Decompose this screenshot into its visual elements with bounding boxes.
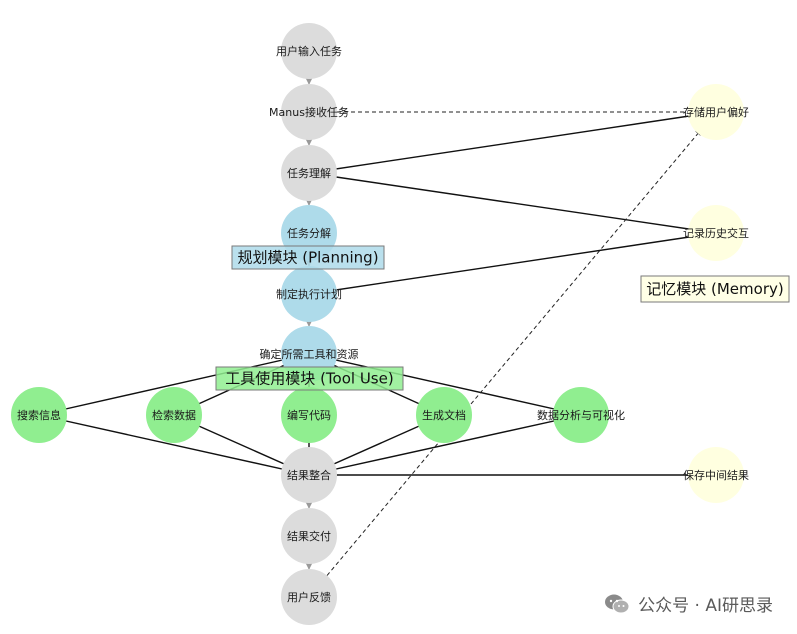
node-n3 (281, 145, 337, 201)
edge-n5-m2 (308, 232, 717, 295)
node-label-n5: 制定执行计划 (276, 287, 342, 301)
node-m3 (688, 447, 744, 503)
node-label-t3: 编写代码 (287, 408, 331, 422)
edge-n3-m2 (308, 172, 717, 234)
node-label-t2: 检索数据 (152, 408, 196, 422)
module-label-memory: 记忆模块 (Memory) (646, 280, 783, 298)
node-t5 (553, 387, 609, 443)
node-label-t4: 生成文档 (422, 408, 466, 422)
nodes-layer (11, 23, 744, 625)
node-n9 (281, 569, 337, 625)
node-label-m3: 保存中间结果 (683, 468, 749, 482)
watermark-text: 公众号 · AI研思录 (638, 596, 773, 616)
node-label-n8: 结果交付 (287, 529, 331, 543)
edge-n6-t1 (38, 353, 310, 416)
node-label-n3: 任务理解 (287, 166, 331, 180)
edge-t1-n7 (38, 414, 310, 476)
node-n7 (281, 447, 337, 503)
node-m1 (688, 84, 744, 140)
module-box-tool (215, 366, 404, 391)
module-box-memory (640, 275, 790, 303)
module-box-planning (231, 245, 385, 270)
edge-n3-m1 (308, 111, 717, 174)
node-label-n7: 结果整合 (287, 468, 331, 482)
node-t1 (11, 387, 67, 443)
node-label-n4: 任务分解 (287, 226, 331, 240)
labels-layer: 用户输入任务 Manus接收任务任务理解任务分解制定执行计划确定所需工具和资源搜索… (17, 44, 749, 604)
node-n8 (281, 508, 337, 564)
module-label-tool: 工具使用模块 (Tool Use) (225, 370, 393, 388)
watermark: 公众号 · AI研思录 (604, 591, 773, 616)
node-m2 (688, 205, 744, 261)
edges-layer (38, 75, 717, 598)
node-n2 (281, 84, 337, 140)
node-label-t5: 数据分析与可视化 (537, 408, 625, 422)
node-t4 (416, 387, 472, 443)
modules-layer: 规划模块 (Planning) 工具使用模块 (Tool Use) 记忆模块 (Me… (215, 245, 790, 391)
node-label-n1: 用户输入任务 (276, 44, 342, 58)
node-label-m1: 存储用户偏好 (683, 105, 749, 119)
node-label-t1: 搜索信息 (17, 408, 61, 422)
node-label-n9: 用户反馈 (287, 590, 331, 604)
wechat-icon (605, 594, 630, 613)
edge-n9-m1 (308, 128, 703, 598)
node-label-m2: 记录历史交互 (683, 226, 749, 240)
node-label-n2: Manus接收任务 (269, 105, 349, 119)
node-n1 (281, 23, 337, 79)
node-t3 (281, 387, 337, 443)
node-n5 (281, 266, 337, 322)
node-label-n6: 确定所需工具和资源 (260, 347, 359, 361)
module-label-planning: 规划模块 (Planning) (237, 249, 378, 267)
edge-n6-t5 (308, 353, 582, 416)
edge-t5-n7 (308, 414, 582, 476)
node-t2 (146, 387, 202, 443)
